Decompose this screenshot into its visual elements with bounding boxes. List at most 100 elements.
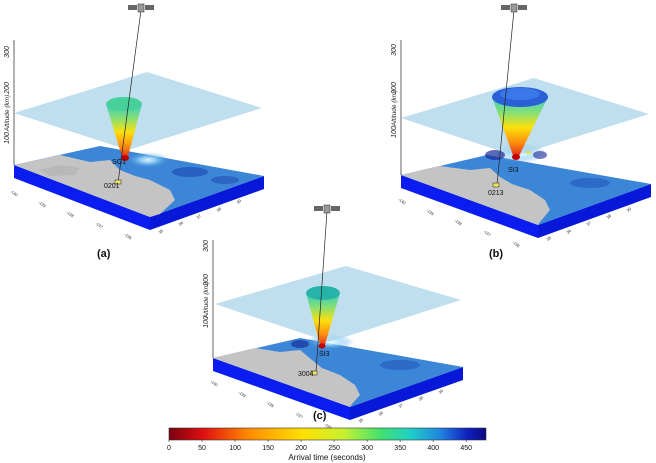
svg-text:38: 38 — [417, 395, 424, 402]
svg-text:-139: -139 — [37, 200, 47, 209]
svg-text:-140: -140 — [9, 189, 19, 198]
svg-text:-138: -138 — [453, 218, 463, 227]
svg-text:-136: -136 — [123, 232, 133, 241]
svg-text:35: 35 — [157, 228, 164, 235]
colorbar-tick-label: 350 — [394, 445, 406, 452]
cone-top-highlight-b — [500, 88, 540, 100]
svg-text:37: 37 — [195, 213, 202, 220]
map-base-left-c — [213, 358, 350, 420]
svg-text:-137: -137 — [294, 411, 304, 420]
panel-b: 300 200 Altitude (km) 100 SI3 0213 -140 … — [391, 3, 651, 249]
altitude-tick-c-100: 100 — [203, 316, 210, 328]
altitude-title-b: Altitude (km) — [391, 90, 398, 127]
map-land-b — [401, 166, 550, 225]
altitude-tick-b-300: 300 — [391, 44, 398, 56]
altitude-tick-b-100: 100 — [391, 126, 398, 138]
station-marker-a — [114, 179, 122, 185]
station-marker-b — [492, 182, 500, 188]
altitude-tick-c-300: 300 — [203, 240, 210, 252]
colorbar-tick-label: 100 — [229, 445, 241, 452]
ray-path-c — [315, 210, 328, 373]
colorbar-title: Arrival time (seconds) — [288, 453, 366, 462]
satellite-icon-a — [128, 3, 154, 13]
svg-text:36: 36 — [377, 410, 384, 417]
station-label-c: 3004 — [298, 371, 314, 378]
colorbar-ticks: 0 50 100 150 200 250 300 350 400 450 — [167, 440, 472, 452]
svg-text:-136: -136 — [511, 240, 521, 249]
svg-text:-137: -137 — [94, 221, 104, 230]
wave-dark-c — [291, 340, 309, 348]
wave-dark2-b — [533, 151, 547, 159]
altitude-tick-a-200: 200 — [4, 82, 11, 95]
svg-text:-136: -136 — [323, 422, 333, 431]
wave-dark-a — [172, 167, 208, 177]
svg-text:-138: -138 — [65, 210, 75, 219]
altitude-tick-a-100: 100 — [4, 132, 11, 144]
map-land-c — [213, 348, 360, 407]
svg-text:-140: -140 — [209, 379, 219, 388]
map-land-b-a — [40, 165, 80, 176]
colorbar-tick-label: 200 — [295, 445, 307, 452]
svg-text:36: 36 — [177, 220, 184, 227]
satellite-label-a: SG1 — [112, 159, 126, 166]
altitude-tick-a-300: 300 — [4, 46, 11, 58]
svg-text:39: 39 — [235, 198, 242, 205]
satellite-icon-b — [501, 3, 527, 13]
svg-text:-140: -140 — [397, 197, 407, 206]
svg-text:35: 35 — [357, 417, 364, 424]
tec-cone-a — [106, 104, 142, 160]
cone-tip-b — [512, 154, 520, 160]
svg-text:37: 37 — [397, 402, 404, 409]
ionosphere-plane-c — [215, 266, 461, 342]
wave-dark2-a — [211, 176, 239, 184]
svg-text:-138: -138 — [265, 400, 275, 409]
altitude-tick-c-200: 200 — [203, 274, 210, 287]
station-label-b: 0213 — [488, 190, 504, 197]
colorbar-tick-label: 250 — [328, 445, 340, 452]
cone-top-a — [106, 97, 142, 111]
map-ticks-b: -140 -139 -138 -137 -136 35 36 37 38 39 — [397, 197, 632, 249]
cone-top-c — [306, 286, 340, 300]
satellite-label-b: SI3 — [508, 167, 519, 174]
panel-a: 300 200 Altitude (km) 100 SG1 0201 -14 — [4, 3, 264, 241]
ray-path-a — [117, 9, 142, 184]
altitude-title-c: Altitude (km) — [203, 282, 210, 319]
svg-text:37: 37 — [585, 220, 592, 227]
panel-label-a: (a) — [97, 248, 111, 260]
colorbar-tick-label: 0 — [167, 445, 171, 452]
altitude-tick-b-200: 200 — [391, 82, 398, 95]
colorbar-tick-label: 150 — [262, 445, 274, 452]
map-base-right-b — [538, 184, 651, 238]
svg-text:38: 38 — [605, 213, 612, 220]
map-base-left-a — [14, 165, 150, 230]
map-base-right-a — [150, 176, 264, 230]
colorbar: 0 50 100 150 200 250 300 350 400 450 Arrival time… — [167, 427, 487, 462]
map-ticks-c: -140 -139 -138 -137 -136 35 36 37 38 39 — [209, 379, 444, 431]
epicenter-spot-a — [126, 152, 170, 168]
map-base-right-c — [350, 367, 463, 420]
cone-tip-c — [318, 343, 326, 349]
colorbar-tick-label: 450 — [460, 445, 472, 452]
svg-text:39: 39 — [437, 388, 444, 395]
svg-text:-139: -139 — [425, 208, 435, 217]
panel-label-c: (c) — [313, 410, 327, 422]
svg-text:38: 38 — [215, 206, 222, 213]
tec-cone-c — [306, 293, 340, 348]
map-ticks-a: -140 -139 -138 -137 -136 35 36 37 38 39 — [9, 189, 242, 241]
colorbar-tick-label: 300 — [361, 445, 373, 452]
svg-text:35: 35 — [545, 235, 552, 242]
cone-tip-a — [121, 155, 129, 161]
map-base-left-b — [401, 175, 538, 238]
svg-text:-139: -139 — [237, 390, 247, 399]
station-label-a: 0201 — [104, 183, 120, 190]
colorbar-tick-label: 400 — [427, 445, 439, 452]
colorbar-tick-label: 50 — [198, 445, 206, 452]
altitude-title-a: Altitude (km) — [4, 95, 11, 132]
wave-far-c — [380, 360, 420, 370]
panel-label-b: (b) — [489, 248, 504, 260]
wave-far-b — [570, 178, 610, 188]
satellite-label-c: SI3 — [319, 351, 330, 358]
svg-text:39: 39 — [625, 206, 632, 213]
station-marker-c — [310, 370, 318, 376]
